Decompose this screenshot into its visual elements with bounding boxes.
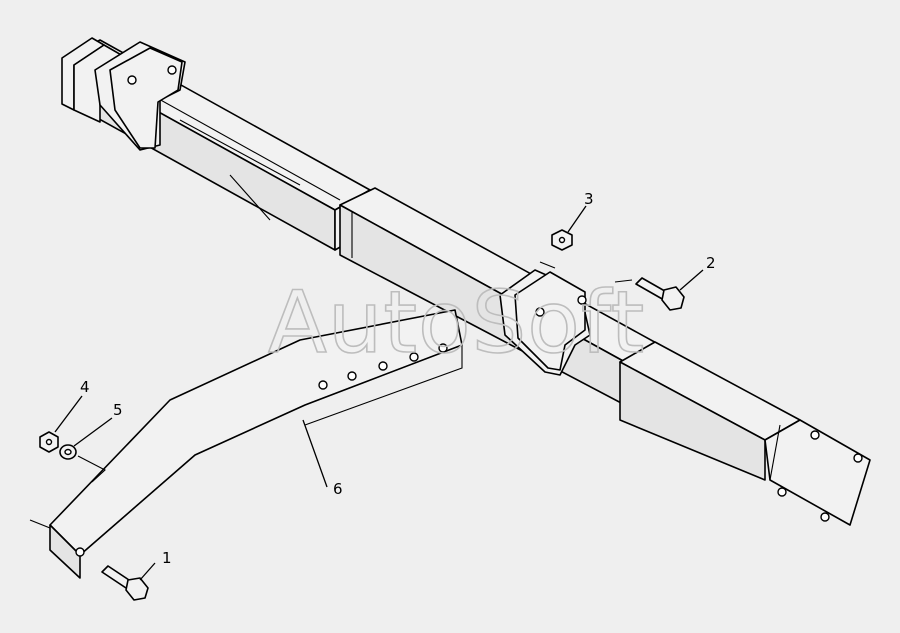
callout-4: 4 <box>80 378 90 396</box>
callout-1: 1 <box>162 549 172 567</box>
beam-bracket-rear <box>94 41 186 151</box>
curved-support-arm <box>49 309 463 579</box>
bolt-1-icon <box>101 565 149 601</box>
callout-3: 3 <box>584 190 594 208</box>
callout-leaders <box>54 205 704 581</box>
callout-5: 5 <box>113 401 123 419</box>
callout-2: 2 <box>706 254 716 272</box>
nut-4-icon <box>39 431 59 453</box>
nut-3-icon <box>551 229 573 251</box>
frame-beam-front <box>619 341 871 526</box>
callout-6: 6 <box>333 480 343 498</box>
bolt-2-icon <box>635 277 685 311</box>
watermark: AutoSoft <box>268 273 645 373</box>
washer-5-icon <box>59 444 77 460</box>
beam-bracket-front <box>499 269 591 376</box>
assembly-lines <box>29 261 633 529</box>
